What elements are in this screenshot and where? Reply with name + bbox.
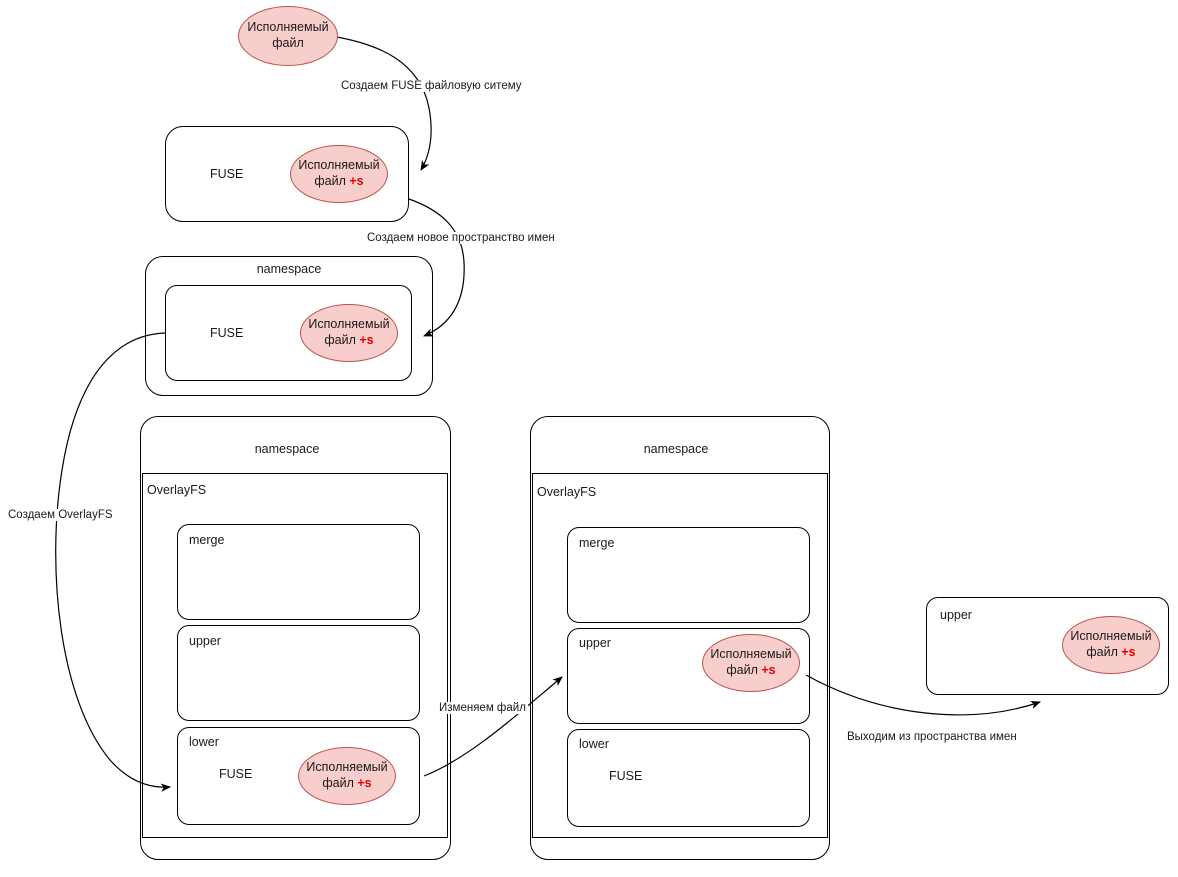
overlayfs-label-left: OverlayFS: [147, 483, 207, 497]
layer-lower-left: [177, 727, 420, 825]
layer-lower-right-label: lower: [579, 737, 609, 751]
layer-upper-right-label: upper: [579, 636, 611, 650]
ellipse-line2: файл +s: [314, 174, 364, 188]
overlayfs-label-right: OverlayFS: [537, 485, 597, 499]
fuse-box: [165, 126, 409, 222]
suid-badge: +s: [357, 776, 372, 790]
layer-merge-left: [177, 524, 420, 620]
layer-merge-right: [567, 527, 810, 623]
layer-merge-right-label: merge: [579, 536, 615, 550]
ellipse-line1: Исполняемый: [308, 317, 390, 332]
ellipse-line2: файл +s: [324, 333, 374, 347]
upper-box-escaped-label: upper: [940, 608, 972, 622]
layer-lower-left-inner-label: FUSE: [219, 767, 253, 781]
ellipse-line2: файл: [272, 36, 304, 50]
executable-file-ellipse-fuse: Исполняемый файл +s: [290, 145, 388, 203]
suid-badge: +s: [761, 663, 776, 677]
ellipse-line2: файл +s: [726, 663, 776, 677]
ellipse-line1: Исполняемый: [298, 158, 380, 173]
executable-file-ellipse-escaped: Исполняемый файл +s: [1062, 616, 1160, 674]
fuse-box-label: FUSE: [210, 167, 244, 181]
executable-file-ellipse-namespace-fuse: Исполняемый файл +s: [300, 304, 398, 362]
namespace-box-overlay-right: [530, 416, 830, 860]
layer-lower-right-inner-label: FUSE: [609, 769, 643, 783]
edge-label-create-overlayfs: Создаем OverlayFS: [6, 509, 115, 521]
ellipse-line1: Исполняемый: [710, 647, 792, 662]
namespace-box-overlay-left: [140, 416, 451, 860]
fuse-box-in-namespace: [165, 285, 412, 381]
layer-lower-left-label: lower: [189, 735, 219, 749]
edge-label-create-namespace: Создаем новое пространство имен: [365, 232, 557, 244]
executable-file-ellipse-upper-right: Исполняемый файл +s: [702, 634, 800, 692]
namespace-label-overlay-left: namespace: [254, 442, 320, 456]
ellipse-line1: Исполняемый: [1070, 629, 1152, 644]
namespace-label-overlay-right: namespace: [643, 442, 709, 456]
ellipse-line2: файл +s: [1086, 645, 1136, 659]
fuse-in-namespace-label: FUSE: [210, 326, 244, 340]
suid-badge: +s: [349, 174, 364, 188]
layer-lower-right: [567, 729, 810, 827]
namespace-box-fuse: [145, 256, 433, 396]
layer-upper-left-label: upper: [189, 634, 221, 648]
edge-label-create-fuse: Создаем FUSE файловую ситему: [339, 80, 524, 92]
edge-label-modify-file: Изменяем файл: [437, 702, 528, 714]
overlayfs-box-left: [142, 473, 448, 838]
ellipse-line1: Исполняемый: [247, 20, 329, 35]
namespace-label-fuse: namespace: [256, 262, 322, 276]
layer-upper-right: [567, 628, 810, 724]
edge-label-exit-namespace: Выходим из пространства имен: [845, 731, 1019, 743]
suid-badge: +s: [1121, 645, 1136, 659]
upper-box-escaped: [926, 597, 1169, 695]
suid-badge: +s: [359, 333, 374, 347]
ellipse-line2: файл +s: [322, 776, 372, 790]
executable-file-ellipse-lower-left: Исполняемый файл +s: [298, 747, 396, 805]
layer-upper-left: [177, 625, 420, 721]
overlayfs-box-right: [532, 473, 828, 838]
layer-merge-left-label: merge: [189, 533, 225, 547]
ellipse-line1: Исполняемый: [306, 760, 388, 775]
executable-file-ellipse-origin: Исполняемый файл: [238, 6, 338, 66]
